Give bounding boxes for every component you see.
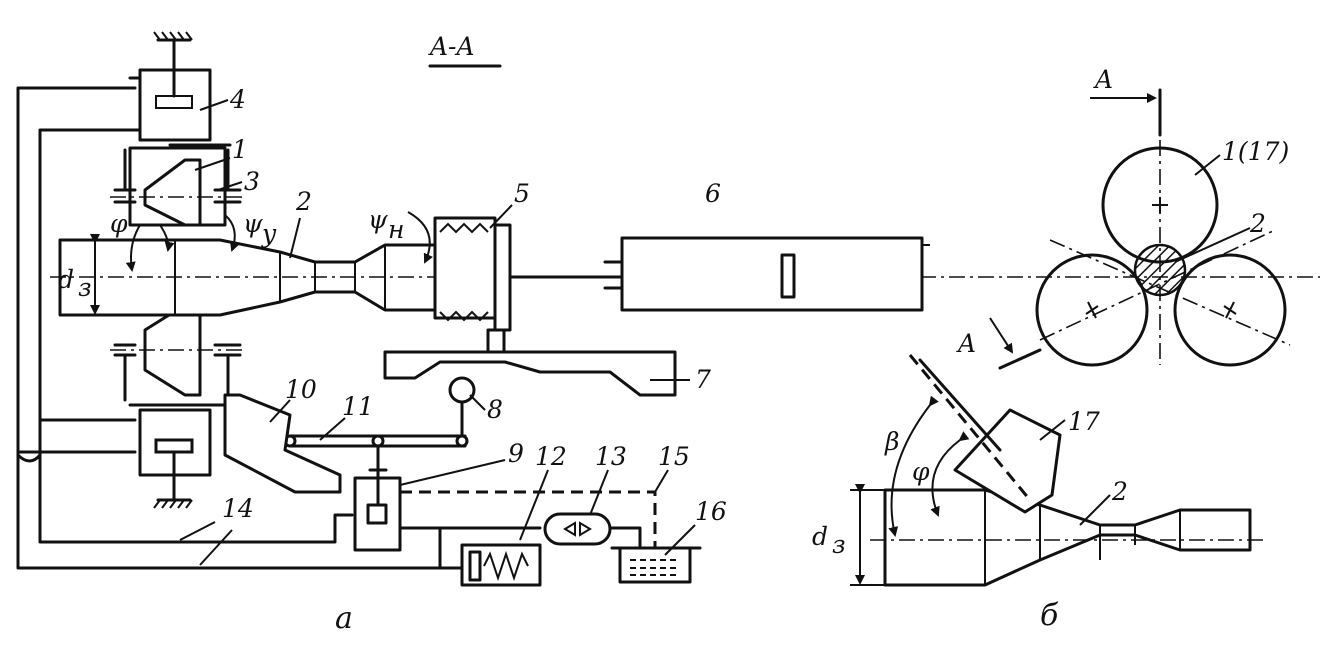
roll-arrangement-section: A A 1(17) 2 bbox=[956, 65, 1291, 370]
svg-text:11: 11 bbox=[342, 392, 374, 421]
svg-text:14: 14 bbox=[222, 494, 254, 523]
svg-text:13: 13 bbox=[595, 442, 627, 471]
caption-a: а bbox=[335, 601, 353, 636]
svg-text:9: 9 bbox=[508, 439, 524, 468]
svg-text:φ: φ bbox=[912, 457, 930, 486]
copy-template-7 bbox=[383, 350, 677, 397]
part-labels-a: A-A 4 1 3 2 5 6 7 8 9 10 11 12 13 14 15 … bbox=[222, 32, 727, 636]
servo-valve-9 bbox=[353, 458, 402, 552]
svg-text:4: 4 bbox=[229, 85, 246, 114]
angle-markers: φ ψ y ψ н bbox=[110, 205, 433, 272]
svg-text:ψ: ψ bbox=[368, 205, 388, 234]
section-label: A-A bbox=[428, 32, 475, 61]
leader-lines bbox=[179, 99, 930, 566]
svg-text:5: 5 bbox=[514, 179, 530, 208]
pull-cylinder-6 bbox=[603, 236, 924, 312]
accumulator-12 bbox=[460, 543, 542, 587]
hydraulic-lines bbox=[16, 86, 657, 570]
caption-b: б bbox=[1040, 598, 1059, 633]
svg-text:2: 2 bbox=[295, 187, 312, 216]
svg-text:A: A bbox=[956, 329, 976, 358]
hydraulic-cylinder-lower bbox=[138, 408, 212, 509]
svg-text:2: 2 bbox=[1111, 477, 1128, 506]
svg-text:6: 6 bbox=[705, 179, 721, 208]
rolling-detail-b: d з β φ 17 2 б bbox=[812, 354, 1265, 633]
svg-text:A: A bbox=[1093, 65, 1113, 94]
svg-text:2: 2 bbox=[1249, 209, 1266, 238]
svg-text:φ: φ bbox=[110, 209, 128, 238]
svg-text:17: 17 bbox=[1068, 407, 1100, 436]
lower-roll bbox=[110, 303, 245, 407]
svg-text:з: з bbox=[832, 530, 846, 559]
hydraulic-cylinder-4 bbox=[128, 31, 212, 142]
svg-text:ψ: ψ bbox=[243, 209, 263, 238]
svg-text:1(17): 1(17) bbox=[1222, 137, 1289, 166]
svg-text:15: 15 bbox=[658, 442, 690, 471]
diameter-dimension: d з bbox=[58, 234, 100, 315]
svg-text:d: d bbox=[812, 522, 828, 551]
svg-text:d: d bbox=[58, 265, 74, 294]
upper-roll-1 bbox=[110, 143, 245, 227]
svg-text:7: 7 bbox=[695, 365, 711, 394]
svg-text:12: 12 bbox=[535, 442, 567, 471]
svg-text:3: 3 bbox=[244, 167, 260, 196]
chuck-5 bbox=[433, 216, 512, 354]
svg-text:1: 1 bbox=[232, 135, 248, 164]
svg-text:10: 10 bbox=[285, 375, 317, 404]
pump-13 bbox=[543, 512, 612, 546]
tank-16 bbox=[610, 546, 702, 584]
bracket-10 bbox=[223, 393, 342, 494]
svg-text:н: н bbox=[388, 215, 404, 244]
svg-text:16: 16 bbox=[695, 497, 727, 526]
svg-text:y: y bbox=[261, 219, 277, 248]
svg-text:8: 8 bbox=[487, 395, 503, 424]
svg-text:β: β bbox=[884, 427, 899, 456]
svg-text:з: з bbox=[78, 273, 92, 302]
